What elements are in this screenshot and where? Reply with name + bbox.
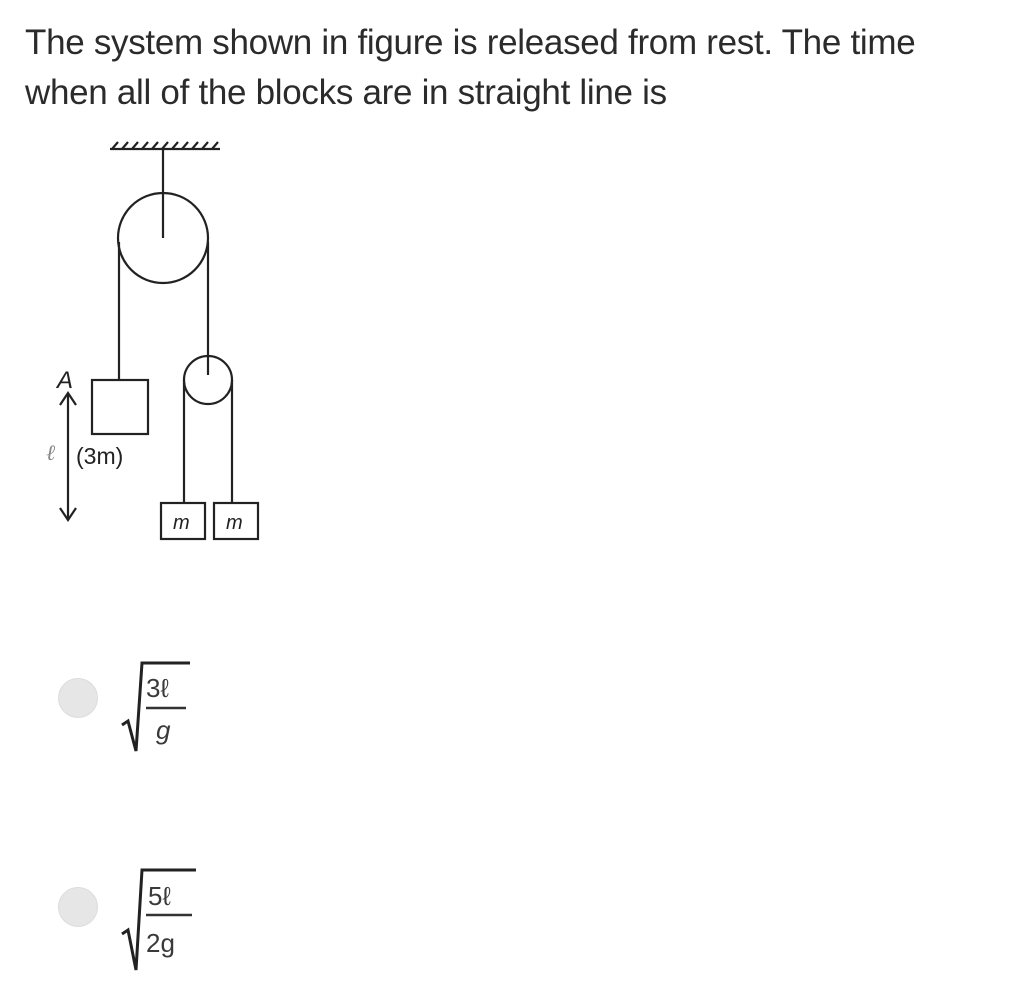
fixed-pulley <box>116 191 210 285</box>
ceiling-hatch <box>110 141 220 151</box>
radio-button-option-1[interactable] <box>58 678 98 718</box>
option-2-numerator: 5ℓ <box>148 881 171 911</box>
question-text: The system shown in figure is released f… <box>25 23 916 112</box>
label-length: ℓ <box>46 440 56 465</box>
pulley-diagram: A ℓ (3m) m m <box>30 130 280 550</box>
block-m-left <box>159 501 207 541</box>
label-3m: (3m) <box>76 443 123 469</box>
option-1-denominator: g <box>156 715 171 745</box>
label-a: A <box>55 367 73 394</box>
label-m-left: m <box>173 512 190 534</box>
block-3m <box>90 378 150 436</box>
option-2-denominator: 2g <box>146 928 175 958</box>
option-2-formula: 5ℓ 2g <box>120 862 210 977</box>
block-m-right <box>212 501 260 541</box>
length-arrow-icon <box>59 391 77 522</box>
label-m-right: m <box>226 512 243 534</box>
option-1-numerator: 3ℓ <box>146 673 169 703</box>
answer-option-2[interactable]: 5ℓ 2g <box>58 862 196 971</box>
radio-button-option-2[interactable] <box>58 887 98 927</box>
option-1-formula: 3ℓ g <box>120 653 200 758</box>
answer-option-1[interactable]: 3ℓ g <box>58 653 190 752</box>
